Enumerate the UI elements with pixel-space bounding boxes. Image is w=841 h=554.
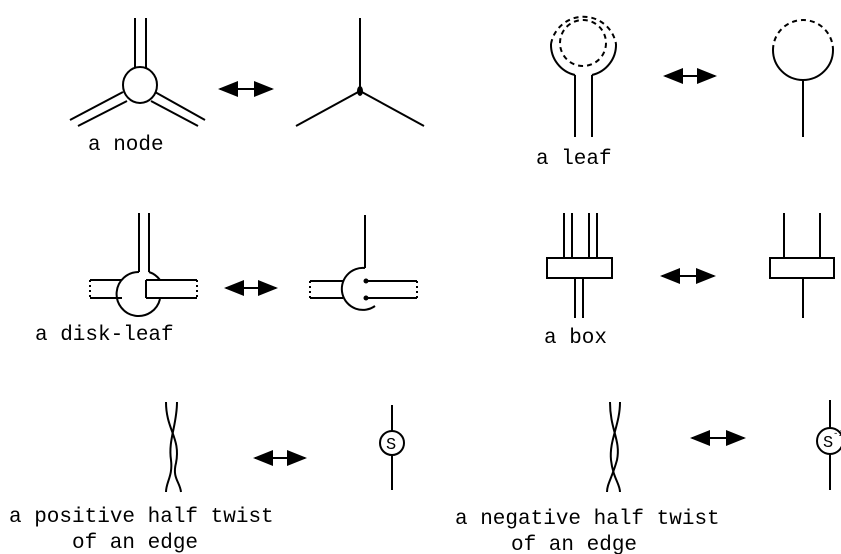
negative-twist-band-figure [606, 401, 621, 493]
node-label: a node [88, 134, 164, 157]
leaf-label: a leaf [536, 148, 612, 171]
positive-twist-graph-figure: S [379, 405, 405, 490]
negative-twist-symbol: S [823, 434, 833, 453]
disk-leaf-band-figure [89, 213, 198, 317]
disk-leaf-label: a disk-leaf [35, 324, 174, 347]
positive-twist-symbol: S [386, 436, 396, 455]
node-band-figure [69, 18, 206, 127]
negative-twist-graph-figure: S -1 [816, 400, 841, 490]
node-graph-figure [295, 18, 425, 127]
box-label: a box [544, 327, 607, 350]
positive-twist-band-figure [165, 401, 182, 493]
box-band-figure [546, 213, 613, 318]
leaf-graph-figure [772, 19, 834, 137]
negative-twist-label-line1: a negative half twist [455, 508, 720, 531]
disk-leaf-graph-figure [309, 215, 418, 311]
positive-twist-label-line2: of an edge [72, 532, 198, 554]
negative-twist-superscript: -1 [833, 429, 841, 439]
box-graph-figure [769, 213, 835, 318]
positive-twist-label-line1: a positive half twist [9, 506, 274, 529]
leaf-band-figure [549, 15, 618, 137]
negative-twist-label-line2: of an edge [511, 534, 637, 554]
